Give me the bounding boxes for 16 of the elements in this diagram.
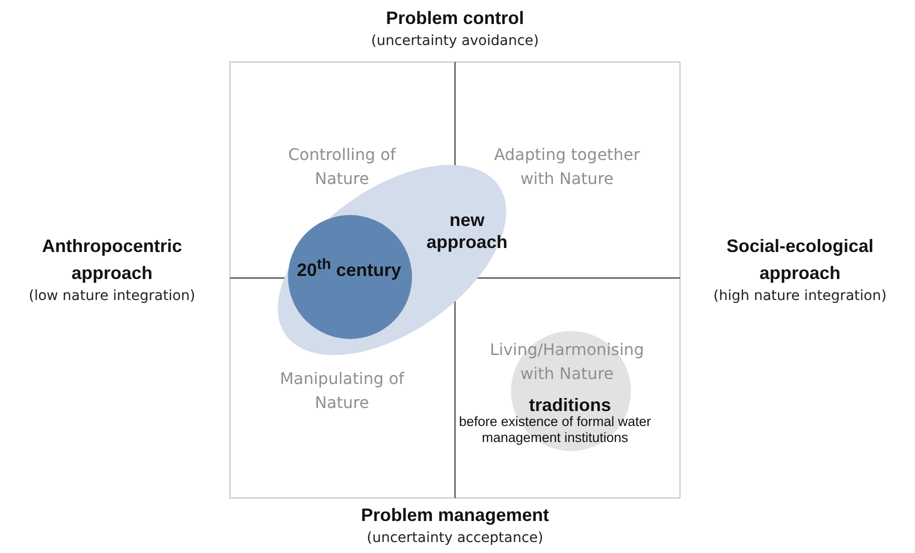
axis-subtitle: (high nature integration) [712,288,888,304]
quadrant-label: Controlling of Nature [287,144,397,190]
axis-title: Anthropocentric approach [40,235,183,285]
quadrant-label: Adapting together with Nature [493,144,641,190]
axis-title: Problem management [360,505,550,526]
description-text: before existence of formal water management institutions [458,414,652,446]
quadrant-label: Manipulating of Nature [278,368,406,414]
region-label: new approach [425,210,509,254]
axis-title: Problem control [384,8,525,29]
axis-subtitle: (uncertainty avoidance) [370,33,540,49]
axis-title: Social-ecological approach [725,235,875,285]
quadrant-label: Living/Harmonising with Nature [488,339,646,385]
region-label: 20$^{th}$ century [296,256,402,282]
axis-subtitle: (uncertainty acceptance) [366,530,544,546]
region-label: traditions [528,395,612,416]
axis-subtitle: (low nature integration) [28,288,196,304]
